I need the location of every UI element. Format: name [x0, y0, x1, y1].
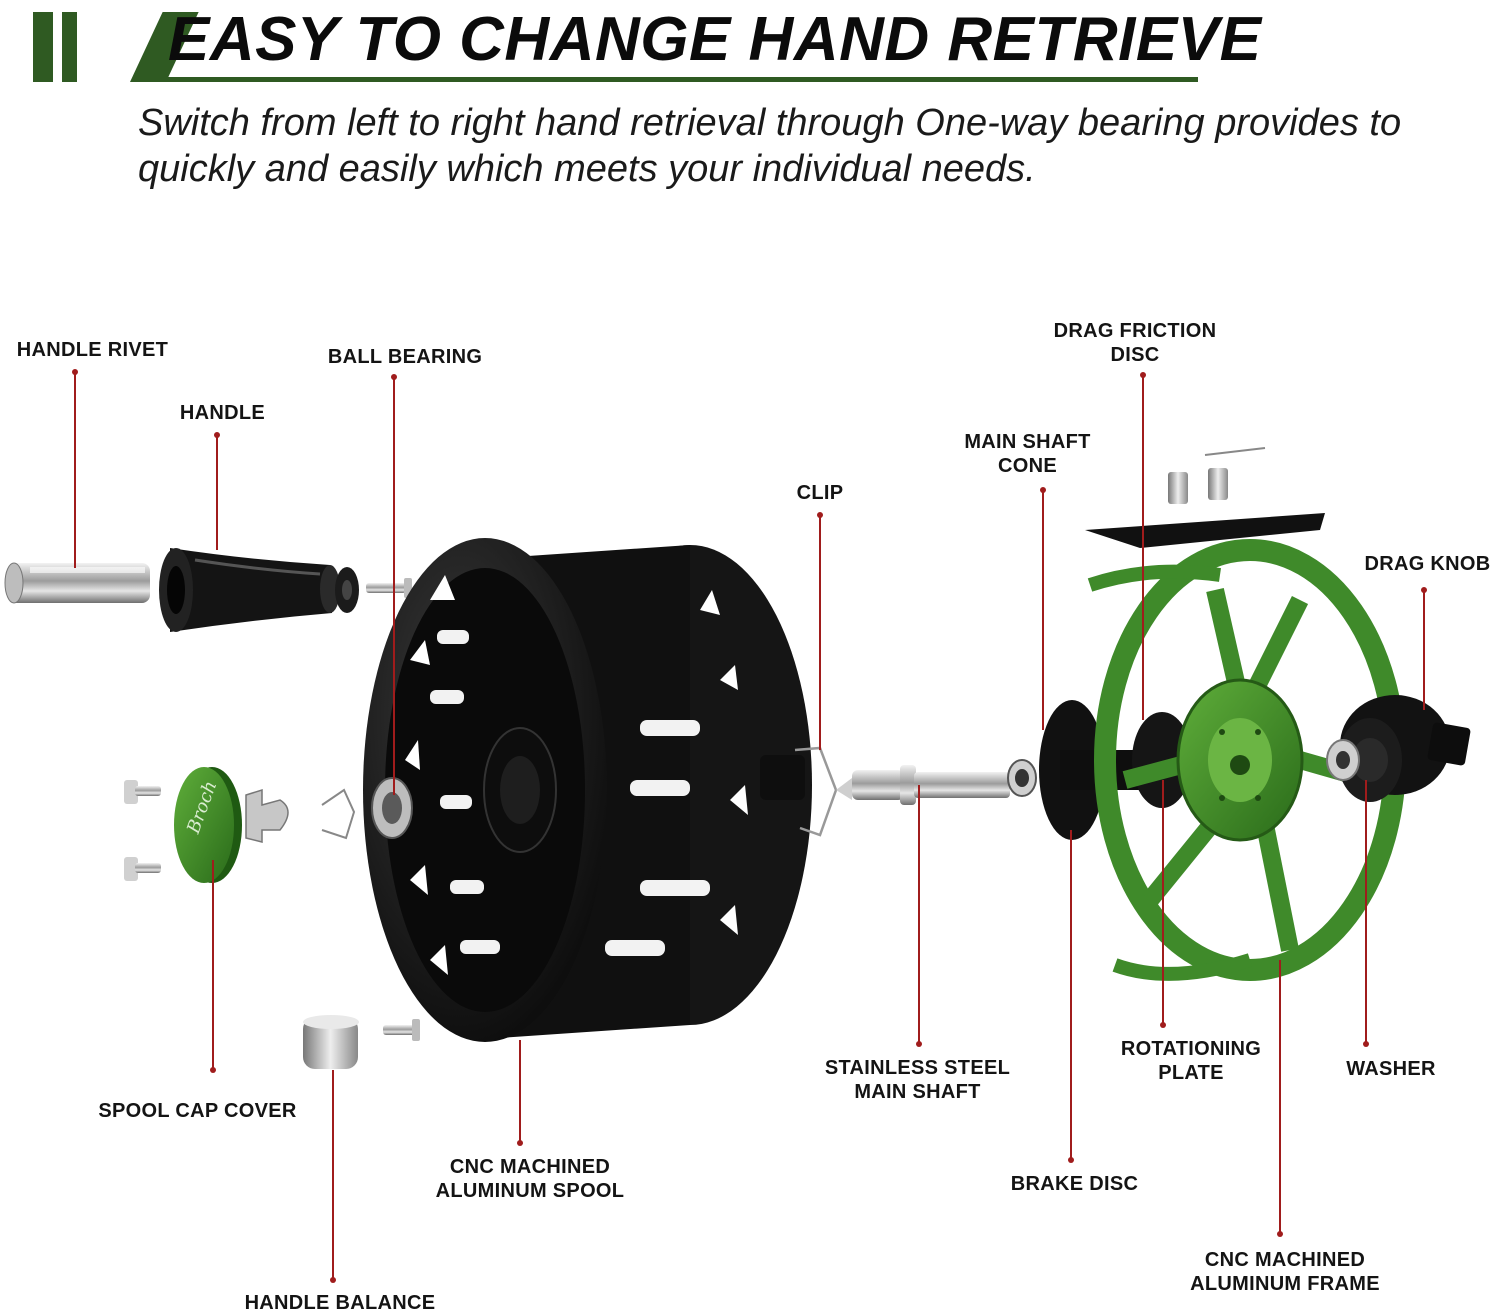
- drag-knob-part: [1338, 695, 1471, 802]
- handle-balance-part: [303, 1015, 359, 1069]
- handle-washer-part: [335, 567, 359, 613]
- main-shaft-part: [836, 759, 1037, 805]
- leader-dots: [72, 369, 1427, 1283]
- label-spool-cap-cover: SPOOL CAP COVER: [98, 1100, 297, 1122]
- label-clip: CLIP: [796, 482, 844, 504]
- spool-cap-cover-part: Broch: [174, 767, 242, 883]
- handle-rivet-part: [4, 562, 150, 604]
- page-subtitle: Switch from left to right hand retrieval…: [138, 102, 1402, 190]
- label-drag-friction-disc: DRAG FRICTION DISC: [1053, 320, 1217, 366]
- label-brake-disc: BRAKE DISC: [1010, 1173, 1139, 1195]
- label-cnc-frame: CNC MACHINED ALUMINUM FRAME: [1190, 1249, 1380, 1295]
- cap-screw-part: [124, 780, 161, 881]
- label-main-shaft-cone: MAIN SHAFT CONE: [964, 431, 1091, 477]
- label-handle-balance: HANDLE BALANCE: [244, 1292, 436, 1314]
- label-ball-bearing: BALL BEARING: [327, 346, 483, 368]
- label-handle-rivet: HANDLE RIVET: [16, 339, 169, 361]
- spool-part: [363, 538, 812, 1042]
- reel-foot-part: [1085, 447, 1325, 548]
- accent-bar: [62, 12, 77, 82]
- accent-bar: [33, 12, 53, 82]
- label-washer: WASHER: [1346, 1058, 1436, 1080]
- title-underline: [140, 77, 1198, 82]
- label-cnc-spool: CNC MACHINED ALUMINUM SPOOL: [435, 1156, 625, 1202]
- leader-lines: [74, 372, 1425, 1280]
- label-handle: HANDLE: [179, 402, 266, 424]
- label-stainless-shaft: STAINLESS STEEL MAIN SHAFT: [824, 1057, 1011, 1103]
- aluminum-frame-part: [1087, 539, 1406, 981]
- header-banner: EASY TO CHANGE HAND RETRIEVE: [0, 0, 1495, 90]
- clip-plate-part: [245, 788, 289, 843]
- label-rotationing-plate: ROTATIONING PLATE: [1120, 1038, 1262, 1084]
- page-title: EASY TO CHANGE HAND RETRIEVE: [168, 5, 1262, 74]
- screw-part: [366, 578, 412, 598]
- washer-part: [1326, 739, 1360, 781]
- spool-screw-part: [383, 1019, 420, 1041]
- handle-part: [159, 548, 340, 632]
- label-drag-knob: DRAG KNOB: [1364, 553, 1491, 575]
